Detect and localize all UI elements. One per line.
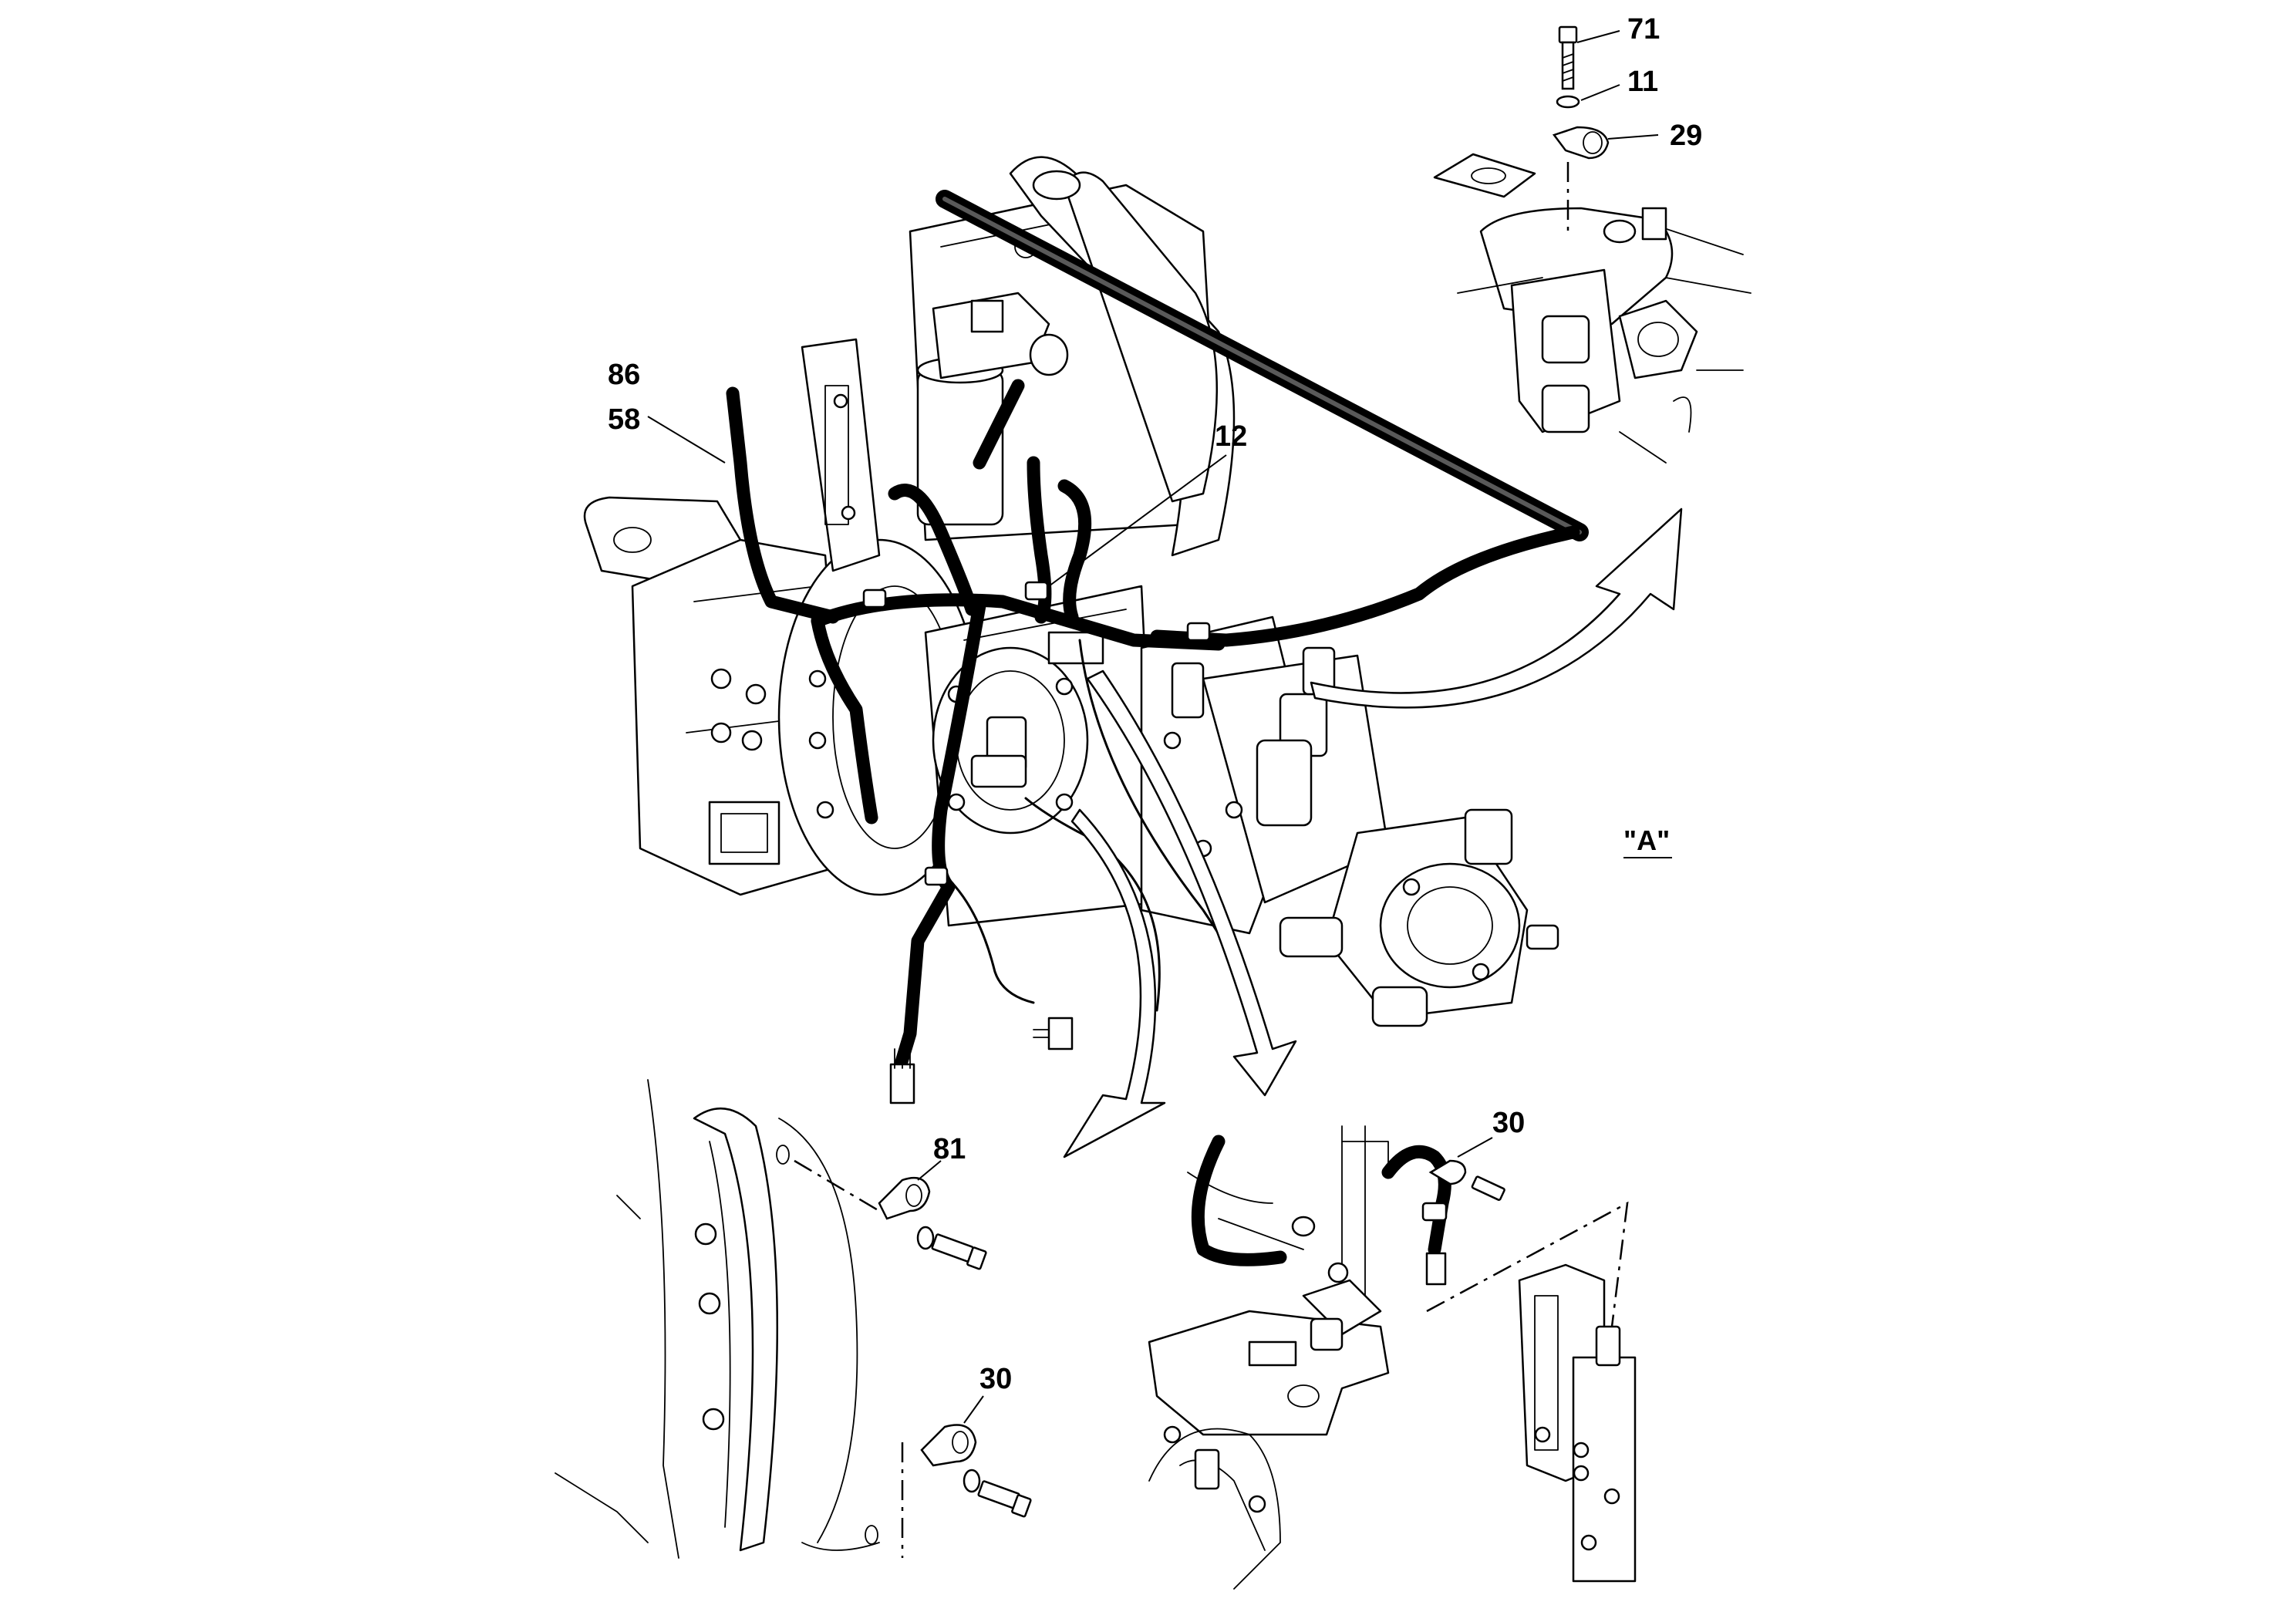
bolt-71 — [1558, 25, 1578, 90]
detail-a-fitting — [1433, 25, 1752, 464]
clamp-30-right — [1428, 1159, 1467, 1185]
callout-29: 29 — [1670, 120, 1702, 152]
bolt-81 — [931, 1233, 987, 1270]
callout-30-left: 30 — [979, 1363, 1012, 1395]
arrow-to-view-a — [1310, 508, 1683, 709]
callout-labels: 71 11 29 86 58 12 81 30 30 "A" — [608, 13, 1702, 1395]
washer-81 — [916, 1226, 935, 1250]
callout-12: 12 — [1215, 420, 1247, 453]
callout-71: 71 — [1627, 13, 1660, 46]
main-pump-assembly — [583, 156, 1559, 1027]
lower-left-detail — [555, 1079, 1032, 1559]
main-wiring-harness — [726, 190, 1589, 1104]
clamp-81 — [878, 1176, 931, 1220]
view-arrows — [1063, 508, 1683, 1158]
callout-58: 58 — [608, 403, 640, 436]
arrow-to-lower-right-detail — [1086, 669, 1297, 1097]
arrow-to-lower-left-detail — [1063, 808, 1166, 1158]
callout-11: 11 — [1627, 66, 1658, 98]
callout-81: 81 — [933, 1133, 966, 1165]
callout-86: 86 — [608, 359, 640, 391]
lower-right-detail — [1148, 1125, 1637, 1590]
view-a-label: "A" — [1623, 824, 1670, 856]
callout-30-right: 30 — [1492, 1107, 1525, 1139]
washer-11 — [1556, 95, 1580, 109]
clamp-30-left — [920, 1424, 977, 1467]
clamp-29 — [1552, 126, 1610, 160]
